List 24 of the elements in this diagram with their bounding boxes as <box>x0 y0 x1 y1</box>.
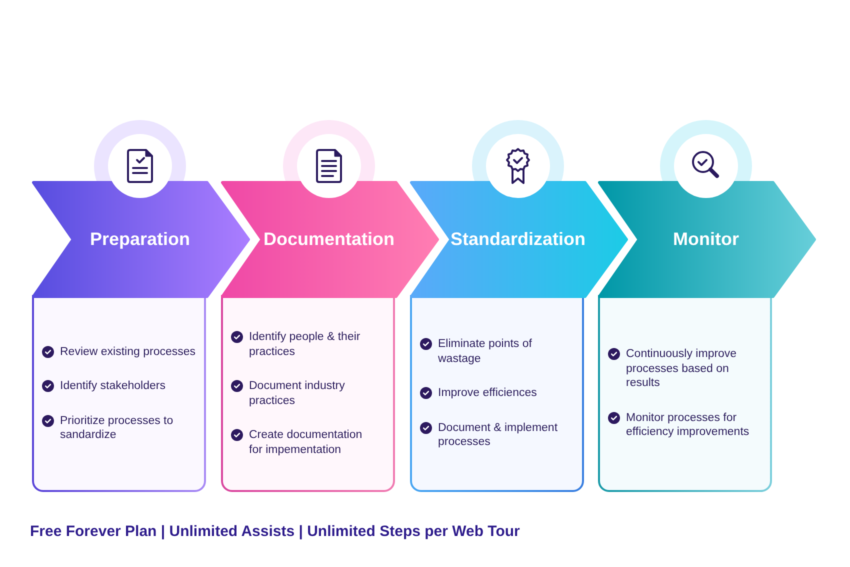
list-item-text: Identify stakeholders <box>60 379 166 394</box>
list-item-text: Create documentation for impementation <box>249 428 364 457</box>
chevron-banner <box>221 181 439 298</box>
step-card <box>598 295 772 492</box>
list-item-text: Review existing processes <box>60 344 197 359</box>
step-title: Documentation <box>263 229 394 250</box>
list-item-text: Document & implement processes <box>438 420 559 450</box>
step-title: Monitor <box>673 229 739 250</box>
chevron-banner <box>598 181 816 298</box>
chevron-banner <box>410 181 628 298</box>
step-card <box>221 295 395 492</box>
step-title: Preparation <box>90 229 190 250</box>
list-item-text: Prioritize processes to sandardize <box>60 414 174 442</box>
list-item-text: Identify people & their practices <box>249 330 362 359</box>
list-item-text: Monitor processes for efficiency improvements <box>626 410 750 440</box>
chevron-banner <box>32 181 250 298</box>
list-item-text: Eliminate points of wastage <box>438 337 533 366</box>
list-item-text: Improve efficiences <box>438 386 538 401</box>
footer-text: Free Forever Plan | Unlimited Assists | Unlimited Steps per Web Tour <box>30 523 520 540</box>
list-item-text: Continuously improve processes based on results <box>626 347 738 391</box>
step-card <box>32 295 206 492</box>
list-item-text: Document industry practices <box>249 379 346 408</box>
step-card <box>410 295 584 492</box>
step-title: Standardization <box>450 229 586 250</box>
